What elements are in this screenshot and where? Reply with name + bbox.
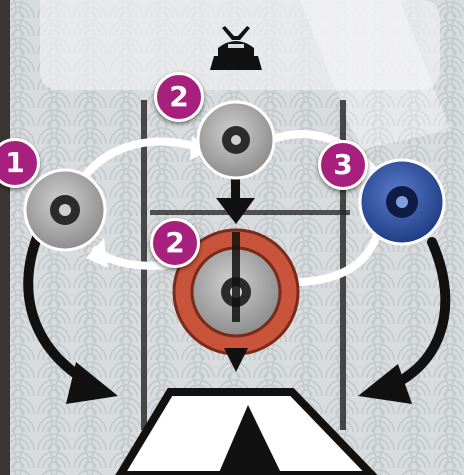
board-left-edge [0, 0, 10, 475]
brush-line-horizontal [150, 210, 350, 215]
token-step-1 [25, 170, 105, 250]
step-badge-3: 3 [318, 140, 368, 190]
token-step-2-top [198, 102, 274, 178]
token-step-3 [360, 160, 444, 244]
step-badge-2-center: 2 [150, 218, 200, 268]
step-badge-2-top: 2 [154, 72, 204, 122]
